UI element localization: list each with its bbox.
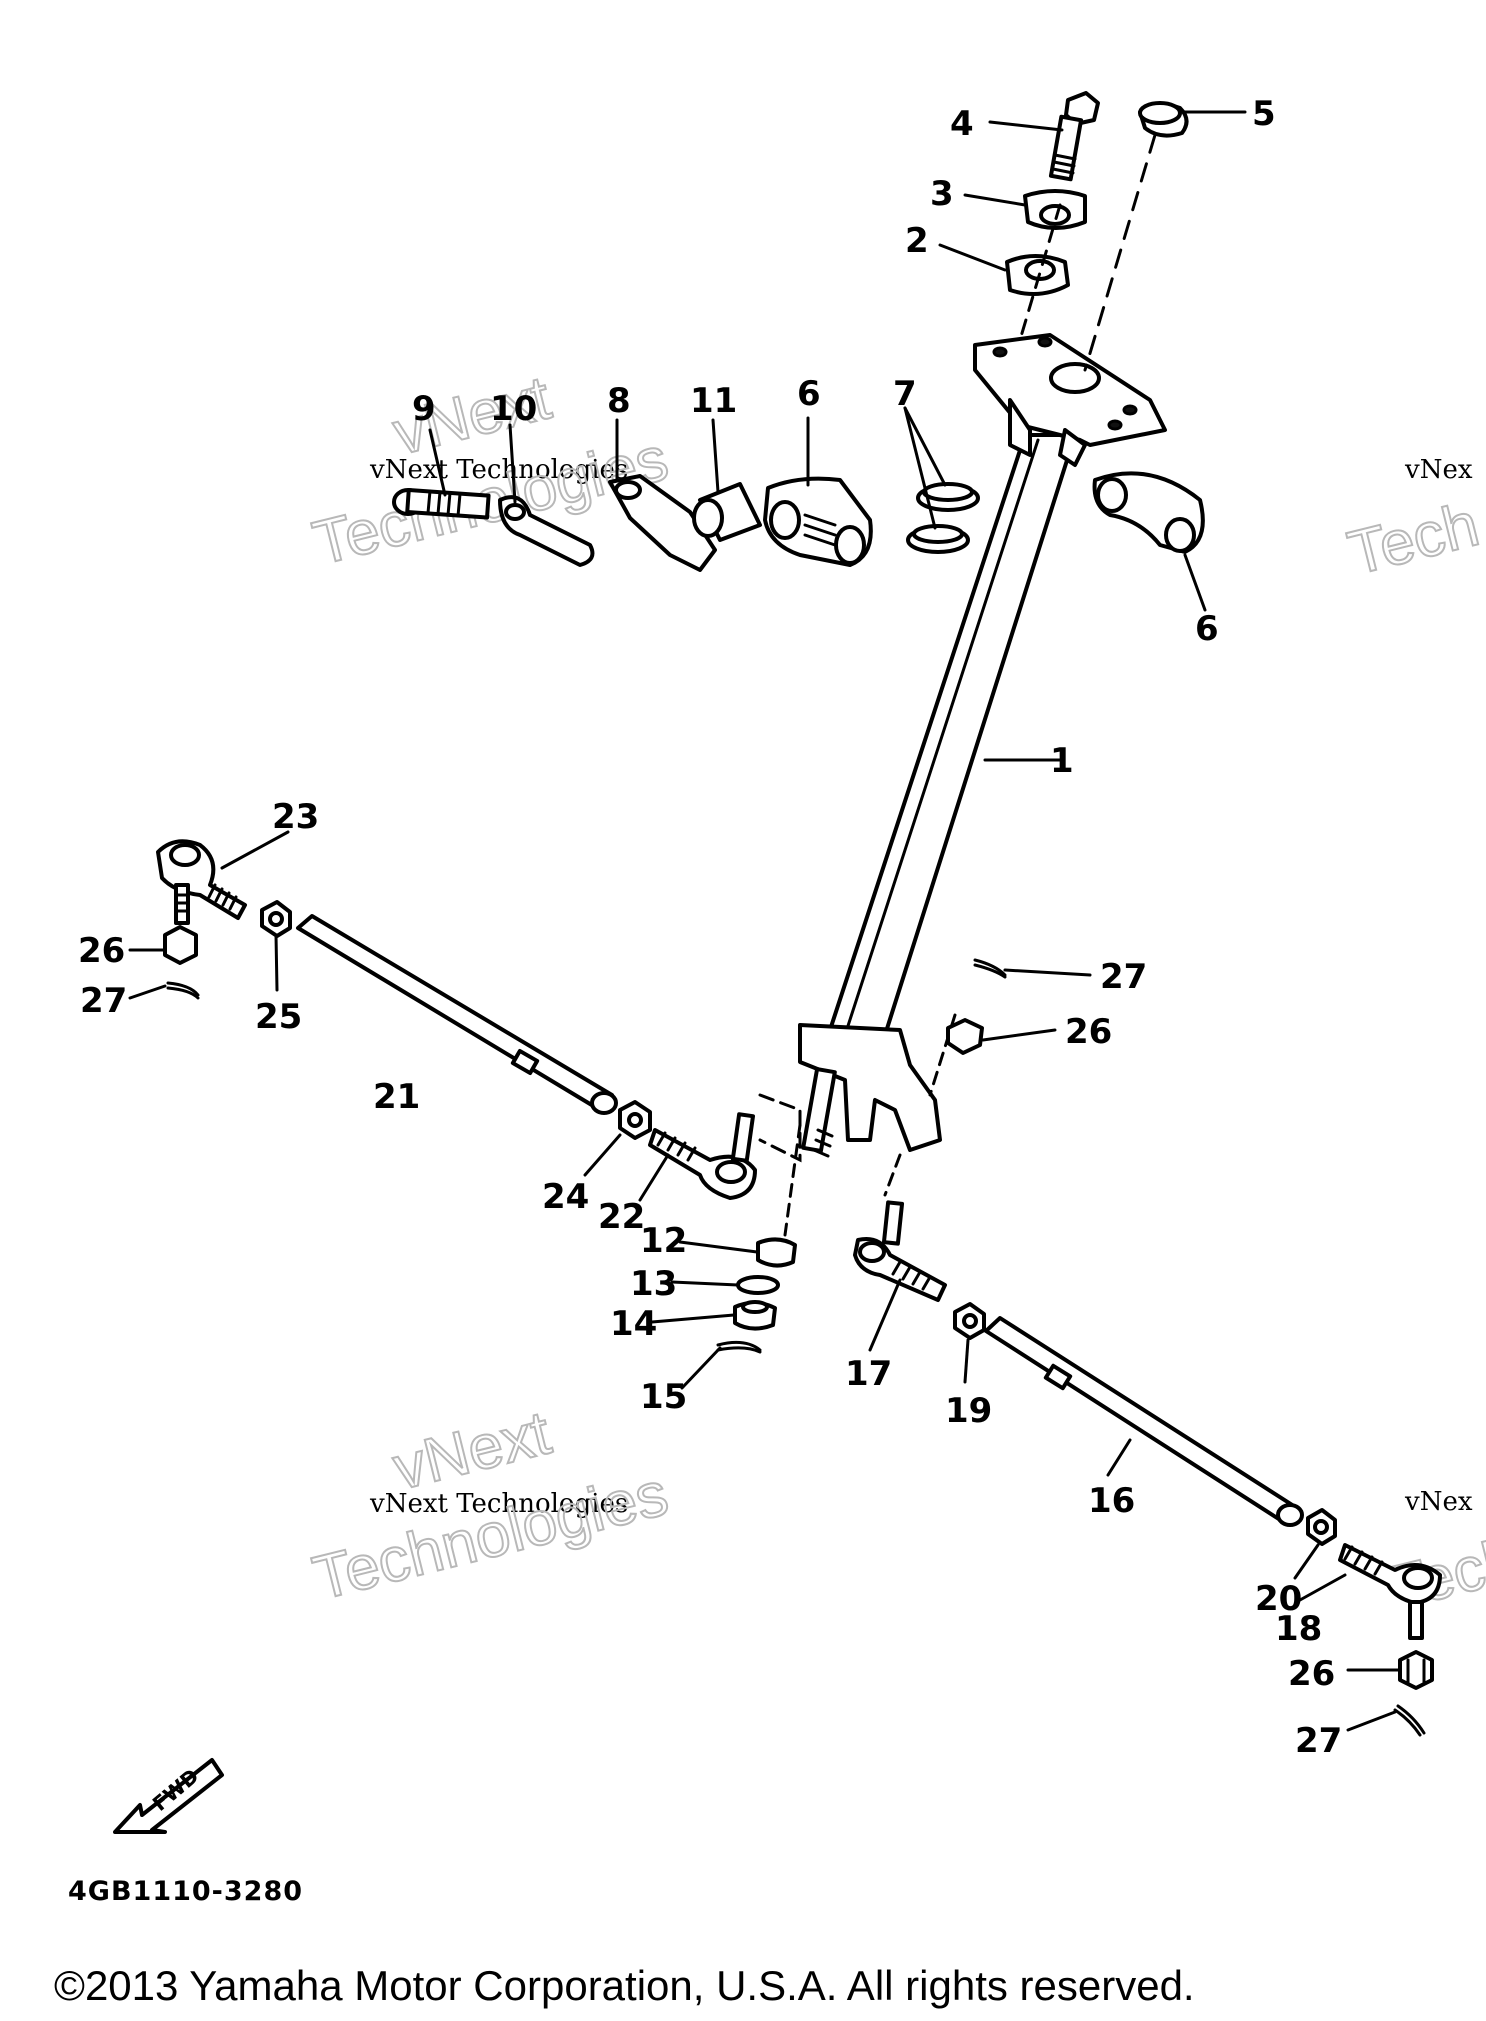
svg-text:3: 3 bbox=[930, 174, 954, 214]
svg-text:10: 10 bbox=[490, 389, 537, 429]
svg-text:26: 26 bbox=[78, 931, 125, 971]
handlebar-holder-upper bbox=[1023, 189, 1087, 230]
castle-nut-26-upper bbox=[946, 1018, 984, 1055]
svg-text:23: 23 bbox=[272, 797, 319, 837]
svg-text:4: 4 bbox=[950, 104, 974, 144]
svg-text:vNext: vNext bbox=[387, 1398, 557, 1503]
svg-text:27: 27 bbox=[1100, 957, 1147, 997]
column-top-bracket bbox=[973, 333, 1167, 467]
watermark-right-lower: vNex Tech bbox=[1381, 1487, 1486, 1625]
nut-14 bbox=[733, 1300, 777, 1331]
guide-lines bbox=[758, 133, 1157, 1237]
nut-12 bbox=[756, 1237, 797, 1268]
svg-text:5: 5 bbox=[1252, 94, 1276, 134]
bearing-ring-lower bbox=[906, 524, 970, 554]
tie-rod-left bbox=[296, 914, 618, 1115]
cap bbox=[1138, 101, 1189, 138]
bolt bbox=[1048, 91, 1100, 182]
tie-rod-end-22 bbox=[648, 1112, 757, 1200]
cotter-pin-15 bbox=[716, 1340, 762, 1354]
cotter-pin-27-lower bbox=[1393, 1704, 1426, 1737]
washer-13 bbox=[736, 1275, 780, 1295]
fwd-arrow-icon: FWD bbox=[113, 1758, 224, 1834]
svg-text:8: 8 bbox=[607, 381, 631, 421]
svg-text:14: 14 bbox=[610, 1304, 657, 1344]
bolt-long bbox=[392, 488, 491, 520]
bearing-holder-right bbox=[1092, 471, 1205, 554]
svg-text:13: 13 bbox=[630, 1264, 677, 1304]
tie-rod-end-18 bbox=[1338, 1543, 1442, 1640]
collar bbox=[692, 482, 762, 542]
watermark-lower-left: vNext vNext Technologies Technologies bbox=[306, 1397, 676, 1614]
svg-text:Technologies: Technologies bbox=[307, 1459, 675, 1614]
tie-rod-end-17 bbox=[853, 1200, 947, 1302]
watermark-right-upper: vNex Tech bbox=[1341, 455, 1486, 590]
svg-text:12: 12 bbox=[640, 1221, 687, 1261]
svg-text:24: 24 bbox=[542, 1177, 589, 1217]
tie-rod-right bbox=[984, 1316, 1304, 1527]
castle-nut-26-lower bbox=[1398, 1650, 1434, 1690]
washer-plate bbox=[498, 495, 595, 567]
cotter-pin-27-left bbox=[166, 981, 200, 1000]
copyright-notice: ©2013 Yamaha Motor Corporation, U.S.A. A… bbox=[54, 1962, 1195, 2009]
nut-24 bbox=[618, 1100, 652, 1140]
svg-text:17: 17 bbox=[845, 1354, 892, 1394]
svg-text:vNex: vNex bbox=[1404, 1487, 1473, 1517]
svg-text:26: 26 bbox=[1065, 1012, 1112, 1052]
svg-text:1: 1 bbox=[1050, 741, 1074, 781]
svg-text:15: 15 bbox=[640, 1377, 687, 1417]
svg-text:vNex: vNex bbox=[1404, 455, 1473, 485]
svg-text:20: 20 bbox=[1255, 1579, 1302, 1619]
bearing-holder-left bbox=[763, 476, 873, 567]
svg-text:6: 6 bbox=[797, 374, 821, 414]
callout-numbers: 1 2 3 4 5 6 6 7 8 9 10 11 12 13 14 15 16… bbox=[78, 94, 1342, 1761]
svg-text:2: 2 bbox=[905, 221, 929, 261]
svg-text:26: 26 bbox=[1288, 1654, 1335, 1694]
leader-lines bbox=[128, 110, 1400, 1732]
svg-text:19: 19 bbox=[945, 1391, 992, 1431]
nut-20 bbox=[1306, 1508, 1337, 1546]
svg-text:18: 18 bbox=[1275, 1609, 1322, 1649]
lock-plate bbox=[608, 474, 717, 572]
svg-text:22: 22 bbox=[598, 1197, 645, 1237]
svg-text:vNext Technologies: vNext Technologies bbox=[369, 1489, 628, 1519]
tie-rod-end-23 bbox=[156, 839, 247, 925]
svg-text:27: 27 bbox=[1295, 1721, 1342, 1761]
steering-column bbox=[798, 433, 1077, 1158]
svg-text:16: 16 bbox=[1088, 1481, 1135, 1521]
svg-text:9: 9 bbox=[412, 389, 436, 429]
cotter-pin-27-upper bbox=[973, 958, 1007, 979]
svg-text:Tech: Tech bbox=[1342, 490, 1486, 589]
svg-text:27: 27 bbox=[80, 981, 127, 1021]
handlebar-holder-lower bbox=[1005, 254, 1070, 296]
svg-text:21: 21 bbox=[373, 1077, 420, 1117]
svg-text:25: 25 bbox=[255, 997, 302, 1037]
svg-text:vNext Technologies: vNext Technologies bbox=[369, 455, 628, 485]
bearing-ring-upper bbox=[916, 482, 980, 512]
nut-19 bbox=[953, 1302, 986, 1340]
castle-nut-26-left bbox=[163, 925, 198, 965]
svg-text:6: 6 bbox=[1195, 609, 1219, 649]
svg-text:11: 11 bbox=[690, 381, 737, 421]
svg-text:7: 7 bbox=[893, 374, 917, 414]
nut-25 bbox=[260, 900, 292, 938]
drawing-code: 4GB1110-3280 bbox=[68, 1876, 304, 1907]
